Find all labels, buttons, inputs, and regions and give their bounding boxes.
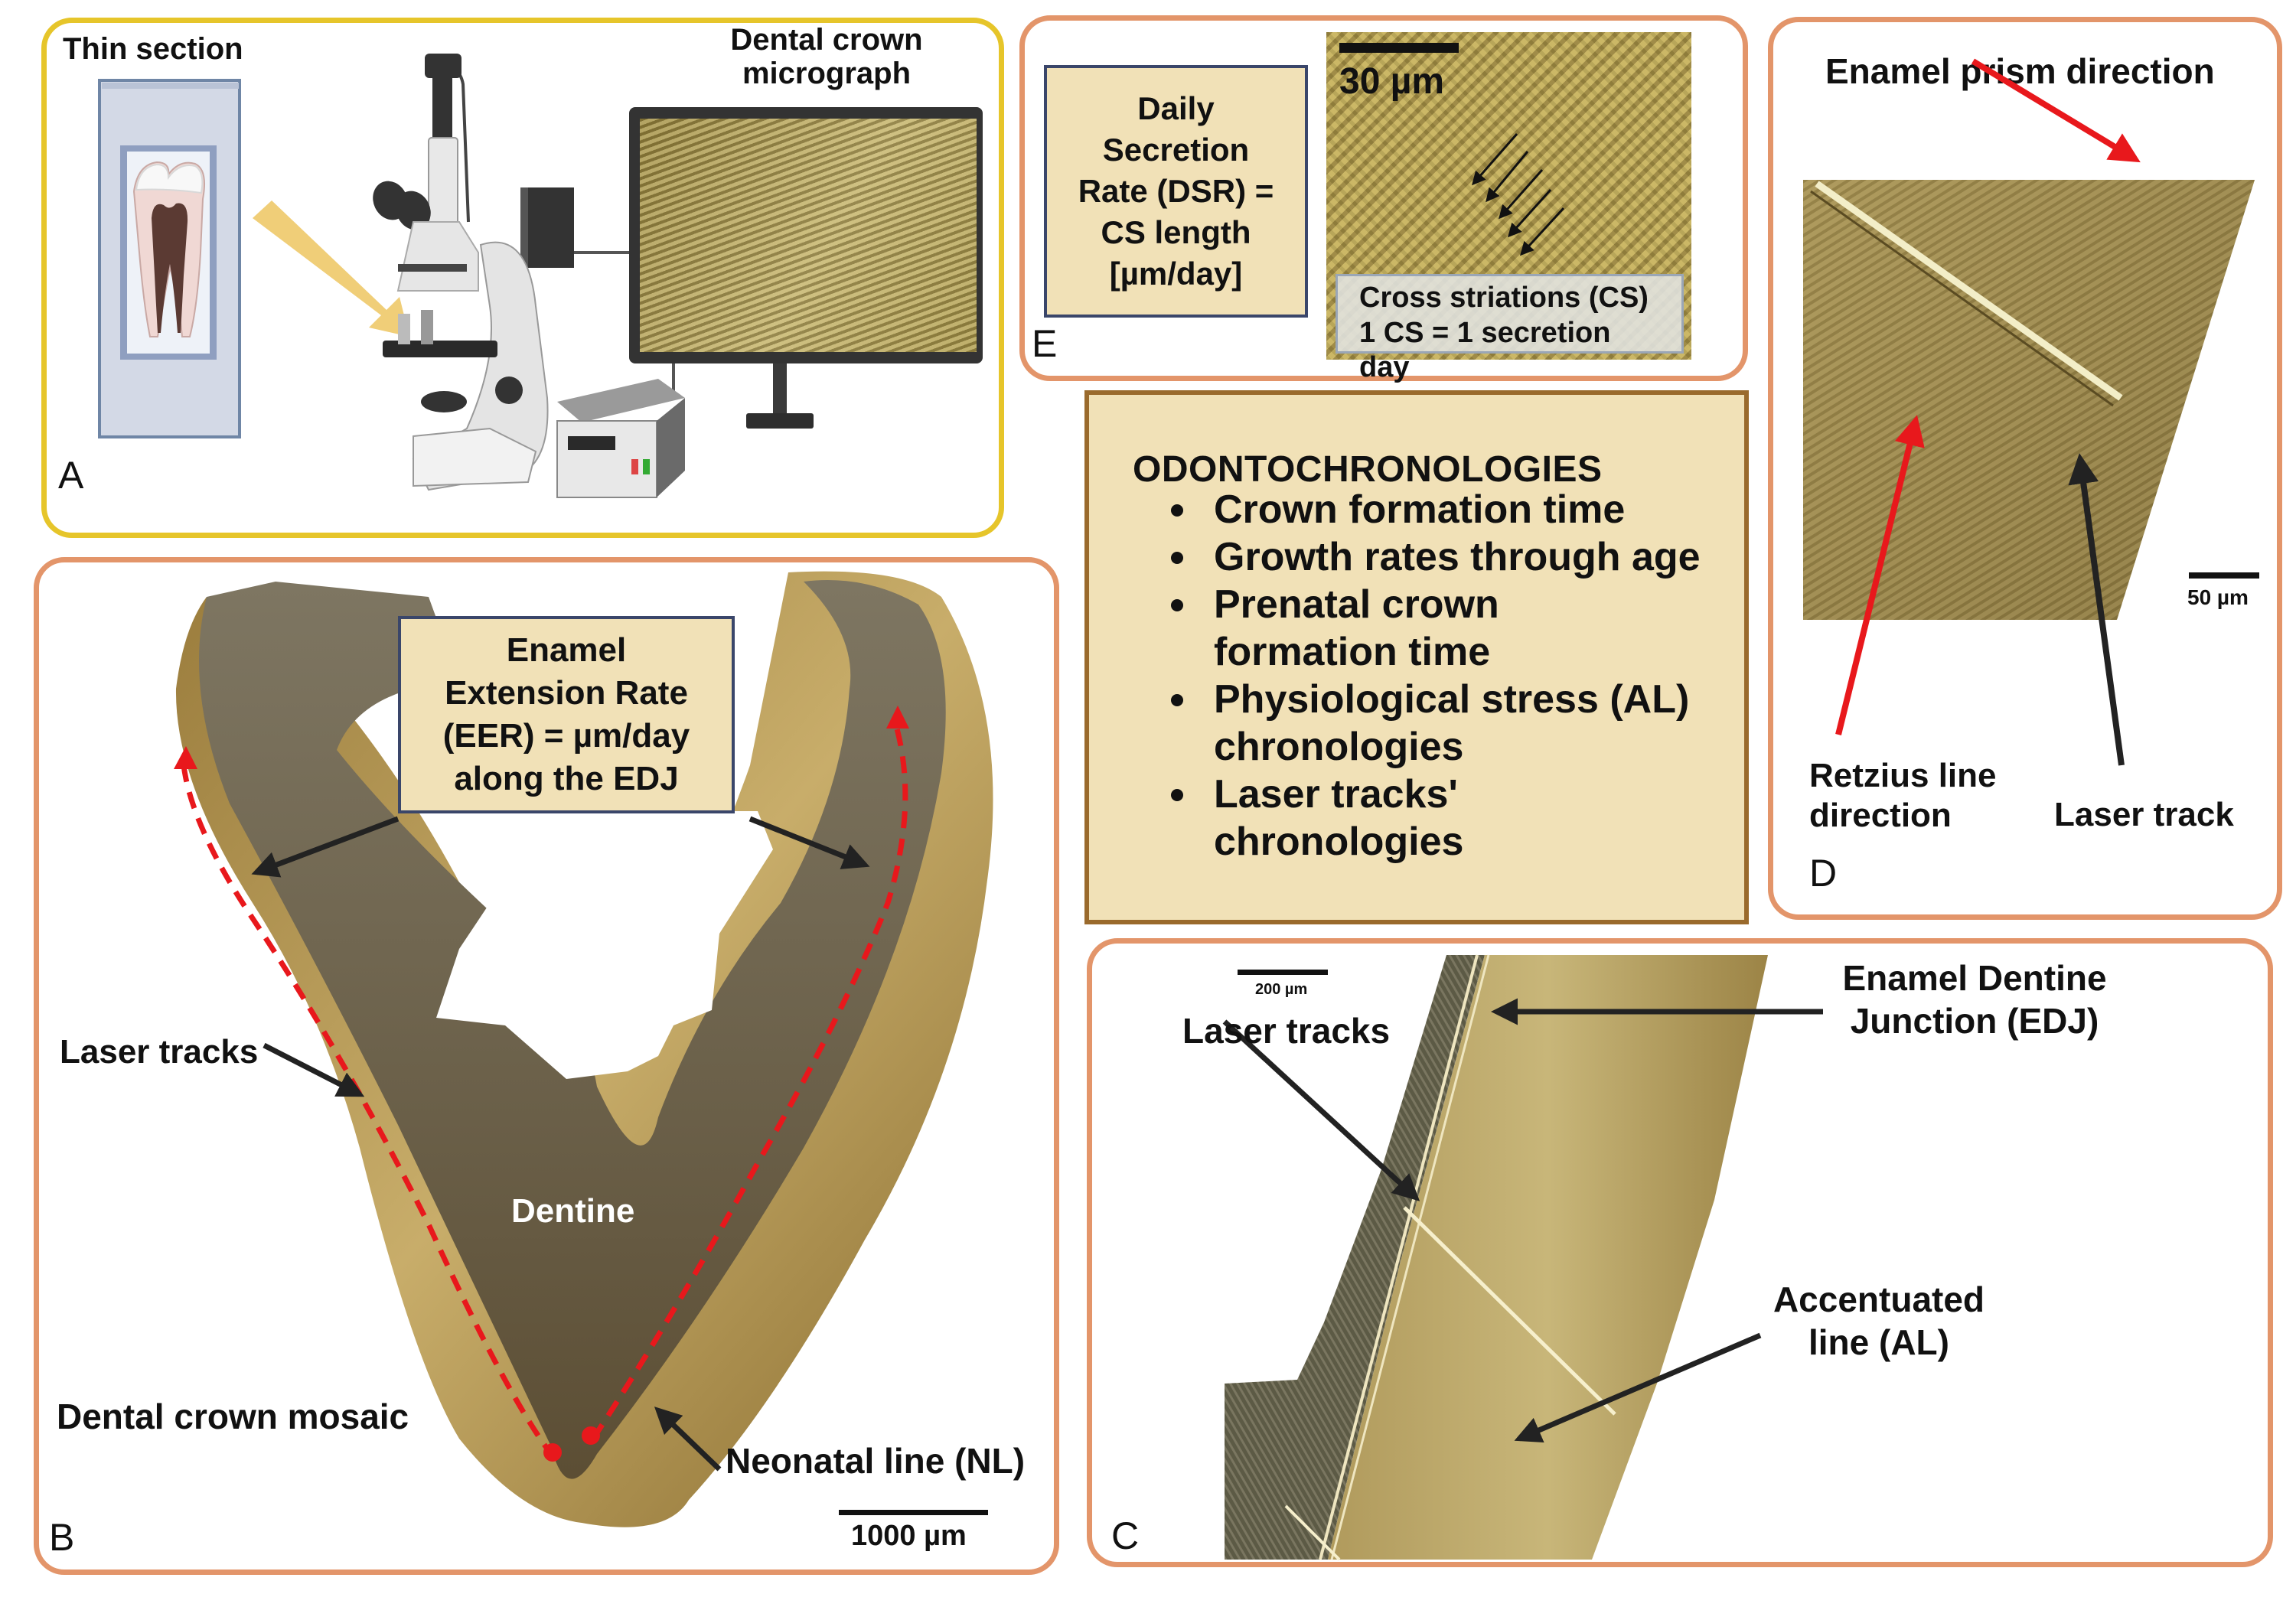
tooth-icon xyxy=(132,161,205,337)
al-arrow xyxy=(1514,1332,1762,1443)
dentine-label: Dentine xyxy=(511,1192,635,1230)
al-label-line1: Accentuated xyxy=(1773,1279,1985,1319)
al-label-line2: line (AL) xyxy=(1808,1322,1949,1362)
retzius-line-label: Retzius line direction xyxy=(1809,756,1997,836)
edj-start-dot xyxy=(543,1443,562,1462)
retzius-label-line2: direction xyxy=(1809,797,1952,834)
eer-line: Enamel xyxy=(506,631,627,669)
list-item: Crown formation time xyxy=(1171,486,1701,533)
laser-tracks-arrow-c xyxy=(1222,1019,1420,1201)
eer-line: along the EDJ xyxy=(454,760,679,797)
list-item: Physiological stress (AL)chronologies xyxy=(1171,676,1701,771)
odontochronologies-list: Crown formation time Growth rates throug… xyxy=(1171,486,1701,865)
cs-arrow xyxy=(1507,188,1552,238)
list-item: Growth rates through age xyxy=(1171,533,1701,581)
cross-striation-arrows xyxy=(1472,133,1565,256)
thin-section-label: Thin section xyxy=(63,32,243,66)
eer-formula-box: Enamel Extension Rate (EER) = µm/day alo… xyxy=(398,616,735,813)
panel-letter-c: C xyxy=(1111,1514,1140,1557)
list-item-text: Growth rates through age xyxy=(1214,535,1701,579)
list-item-text: Physiological stress (AL) xyxy=(1214,677,1690,722)
dsr-line: Daily xyxy=(1137,90,1215,126)
enamel-prism-direction-label: Enamel prism direction xyxy=(1825,51,2215,91)
eer-line: (EER) = µm/day xyxy=(442,717,690,755)
list-item-text: Crown formation time xyxy=(1214,487,1626,532)
list-item-text: Prenatal crown xyxy=(1214,582,1499,627)
odontochronologies-box xyxy=(1084,390,1749,924)
neonatal-line-label: Neonatal line (NL) xyxy=(726,1441,1026,1481)
edj-start-dot xyxy=(582,1426,600,1445)
dental-crown-mosaic-label: Dental crown mosaic xyxy=(57,1397,409,1436)
cs-arrow xyxy=(1486,151,1529,203)
cs-caption-line1: Cross striations (CS) xyxy=(1359,282,1649,314)
dsr-line: Rate (DSR) = xyxy=(1078,173,1274,209)
dsr-line: Secretion xyxy=(1102,132,1250,168)
dsr-line: [µm/day] xyxy=(1109,256,1243,292)
retzius-direction-arrow xyxy=(1835,415,1925,735)
edj-label-line2: Junction (EDJ) xyxy=(1850,1001,2099,1041)
cs-caption-line2: 1 CS = 1 secretion day xyxy=(1359,316,1611,384)
scale-bar-30um-label: 30 µm xyxy=(1339,61,1445,102)
scale-bar-1000um xyxy=(839,1510,988,1515)
scale-bar-1000um-label: 1000 µm xyxy=(851,1520,967,1552)
dsr-line: CS length xyxy=(1101,214,1251,250)
scale-bar-50um xyxy=(2189,572,2259,579)
scale-bar-200um xyxy=(1238,970,1328,975)
edj-left-arrowhead xyxy=(174,746,197,769)
laser-track-arrow xyxy=(2068,453,2125,766)
panel-letter-a: A xyxy=(58,454,84,497)
laser-tracks-label-b: Laser tracks xyxy=(60,1033,259,1071)
list-item-text: formation time xyxy=(1214,630,1491,674)
panel-letter-d: D xyxy=(1809,852,1838,895)
eer-left-arrow xyxy=(251,816,400,878)
micrograph-label: Dental crown micrograph xyxy=(712,23,941,90)
accentuated-line xyxy=(1403,1206,1616,1416)
list-item-text: chronologies xyxy=(1214,725,1464,769)
list-item: Laser tracks'chronologies xyxy=(1171,771,1701,865)
neonatal-line-arrow xyxy=(654,1407,722,1472)
list-item-text: chronologies xyxy=(1214,820,1464,864)
edj-right-arrowhead xyxy=(886,706,909,729)
micrograph-label-line2: micrograph xyxy=(742,57,912,90)
eer-line: Extension Rate xyxy=(445,674,688,712)
eer-right-arrow xyxy=(748,816,870,869)
dsr-formula-box: Daily Secretion Rate (DSR) = CS length [… xyxy=(1044,65,1308,318)
thin-section-slide-illustration xyxy=(98,79,409,438)
accentuated-line-label: Accentuated line (AL) xyxy=(1753,1278,2005,1364)
cross-striations-caption: Cross striations (CS) 1 CS = 1 secretion… xyxy=(1336,274,1684,383)
scale-bar-50um-label: 50 µm xyxy=(2187,585,2249,609)
panel-d-arrows xyxy=(1835,58,2259,766)
scale-bar-200um-label: 200 µm xyxy=(1255,981,1308,998)
cs-arrow xyxy=(1472,133,1518,186)
laser-tracks-label-c: Laser tracks xyxy=(1182,1011,1391,1051)
laser-tracks-arrow xyxy=(263,1042,365,1097)
scale-bar-30um xyxy=(1339,43,1459,53)
panel-letter-e: E xyxy=(1032,322,1058,365)
enamel-band xyxy=(1328,955,1768,1560)
retzius-label-line1: Retzius line xyxy=(1809,757,1997,794)
pointer-arrow xyxy=(253,200,409,337)
enamel-micrograph-d xyxy=(1803,180,2255,620)
list-item-text: Laser tracks' xyxy=(1214,772,1458,817)
micrograph-label-line1: Dental crown xyxy=(730,23,923,57)
edj-right-dashed-line xyxy=(591,722,908,1440)
prism-direction-arrow xyxy=(1971,58,2141,163)
dentine-band xyxy=(1225,955,1485,1560)
edj-label: Enamel Dentine Junction (EDJ) xyxy=(1814,957,2135,1042)
laser-track-label: Laser track xyxy=(2054,796,2234,833)
cs-arrow xyxy=(1499,169,1544,220)
panel-letter-b: B xyxy=(49,1516,75,1559)
enamel-section-micrograph-c xyxy=(1225,954,1768,1561)
control-box xyxy=(556,379,685,498)
monitor-micrograph-image xyxy=(640,119,977,352)
edj-label-line1: Enamel Dentine xyxy=(1842,958,2107,998)
cs-arrow xyxy=(1519,207,1565,256)
odontochronologies-title: ODONTOCHRONOLOGIES xyxy=(1133,449,1603,490)
